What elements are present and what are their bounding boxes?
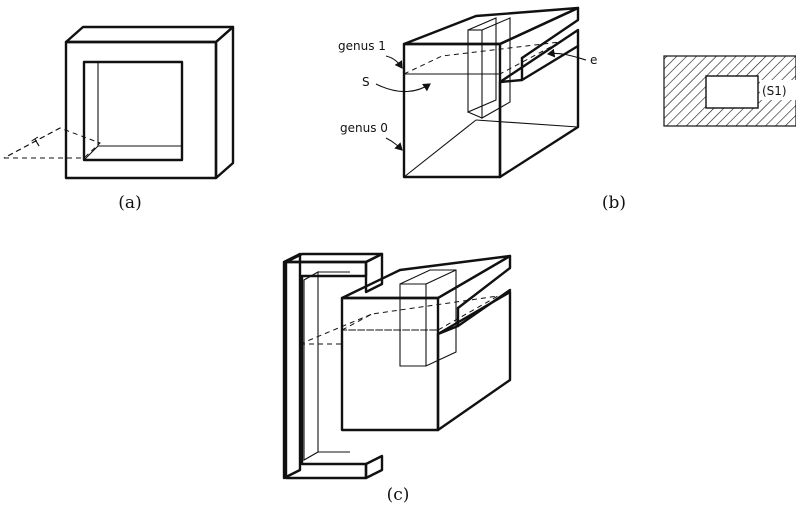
frame-a-inner-floor bbox=[83, 145, 182, 161]
frame-a-side bbox=[214, 25, 235, 180]
arrow-genus0 bbox=[385, 137, 403, 151]
label-S1: (S1) bbox=[762, 84, 787, 98]
cross-section-S1: (S1) bbox=[663, 55, 796, 127]
block-c-front bbox=[340, 296, 440, 432]
label-genus0: genus 0 bbox=[340, 121, 388, 135]
cframe-inner-wall bbox=[303, 271, 319, 461]
cframe-top-lip bbox=[364, 252, 384, 294]
prism-b-left bbox=[467, 17, 497, 113]
cframe-front bbox=[284, 260, 368, 480]
block-b-back-floor bbox=[475, 119, 579, 128]
arrow-e bbox=[546, 48, 587, 61]
label-e: e bbox=[590, 53, 597, 67]
plane-S bbox=[403, 41, 561, 75]
caption-c: (c) bbox=[387, 485, 410, 505]
frame-a-top bbox=[64, 25, 235, 44]
slot-upper bbox=[498, 6, 580, 60]
arrow-genus1 bbox=[385, 55, 403, 69]
slot-c-upper bbox=[436, 254, 512, 310]
diagram-a: T (a) bbox=[3, 25, 235, 213]
label-T: T bbox=[29, 134, 44, 151]
label-S: S bbox=[362, 75, 370, 89]
plane-c-T bbox=[299, 313, 373, 345]
block-b-front bbox=[402, 42, 502, 179]
arrow-S bbox=[375, 83, 431, 93]
slot-lower bbox=[498, 44, 580, 84]
caption-b: (b) bbox=[602, 193, 626, 213]
hatched-hole bbox=[705, 75, 759, 109]
prism-b-right bbox=[481, 17, 511, 119]
prism-c bbox=[399, 269, 457, 367]
diagram-c: (c) bbox=[282, 252, 512, 505]
cframe-bottom-lip bbox=[364, 454, 384, 480]
diagram-b: genus 1 S genus 0 e (b) bbox=[338, 6, 626, 213]
frame-a-opening bbox=[82, 60, 184, 162]
caption-a: (a) bbox=[118, 193, 141, 213]
prism-b-bottom bbox=[467, 111, 483, 119]
label-genus1: genus 1 bbox=[338, 39, 386, 53]
block-c-side bbox=[436, 290, 512, 432]
label-bg bbox=[760, 80, 796, 100]
block-b-back-edge bbox=[403, 119, 477, 178]
plane-T-edge bbox=[3, 127, 61, 159]
prism-c-top-edge bbox=[425, 269, 457, 285]
